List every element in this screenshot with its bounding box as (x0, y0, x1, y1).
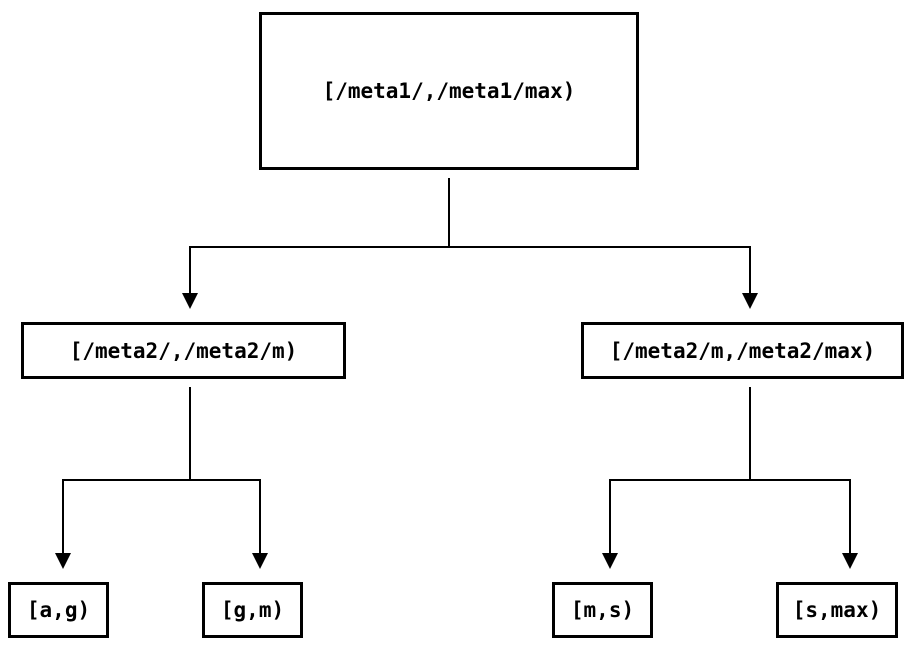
tree-node-leaf-gm: [g,m) (202, 582, 303, 638)
edge-rightmid-ms (609, 387, 751, 554)
tree-node-leaf-smax: [s,max) (776, 582, 898, 638)
edge-root-leftmid (189, 178, 450, 294)
arrowhead-down-icon (842, 553, 858, 569)
edge-rightmid-smax (749, 387, 851, 554)
tree-node-left-mid: [/meta2/,/meta2/m) (21, 322, 346, 379)
tree-node-root-label: [/meta1/,/meta1/max) (322, 79, 576, 103)
edge-root-rightmid (448, 178, 751, 294)
tree-node-leaf-ms: [m,s) (552, 582, 653, 638)
tree-node-leaf-smax-label: [s,max) (792, 598, 882, 622)
tree-node-leaf-gm-label: [g,m) (220, 598, 285, 622)
arrowhead-down-icon (182, 293, 198, 309)
tree-node-leaf-ag: [a,g) (8, 582, 109, 638)
edge-leftmid-ag (62, 387, 191, 554)
tree-node-leaf-ms-label: [m,s) (570, 598, 635, 622)
arrowhead-down-icon (742, 293, 758, 309)
arrowhead-down-icon (602, 553, 618, 569)
arrowhead-down-icon (252, 553, 268, 569)
tree-node-left-mid-label: [/meta2/,/meta2/m) (69, 338, 298, 363)
tree-node-leaf-ag-label: [a,g) (26, 598, 91, 622)
arrowhead-down-icon (55, 553, 71, 569)
tree-node-right-mid: [/meta2/m,/meta2/max) (581, 322, 904, 379)
edge-leftmid-gm (189, 387, 261, 554)
tree-node-root: [/meta1/,/meta1/max) (259, 12, 639, 170)
tree-node-right-mid-label: [/meta2/m,/meta2/max) (609, 338, 876, 363)
